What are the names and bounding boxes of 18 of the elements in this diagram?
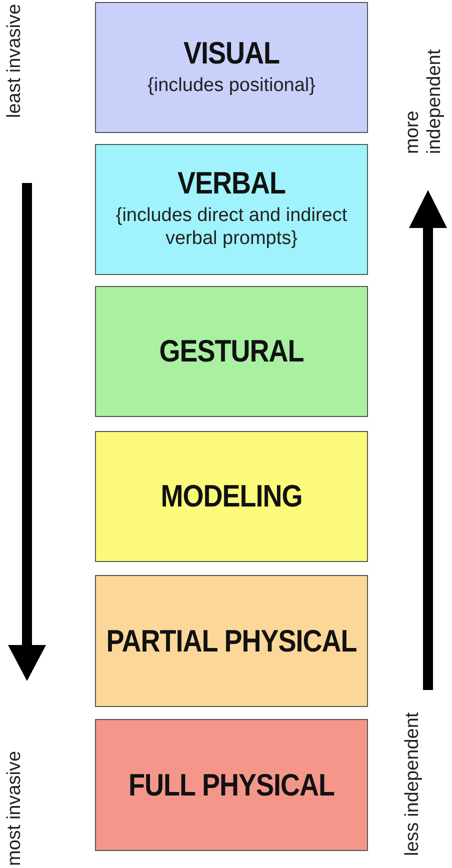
- axis-label: more independent: [402, 48, 446, 154]
- axis-label: less independent: [402, 712, 424, 858]
- axis-label: most invasive: [4, 750, 26, 866]
- level-title: VERBAL: [177, 166, 286, 202]
- level-title: GESTURAL: [159, 334, 304, 370]
- level-description: {includes direct and indirect verbal prompts}: [114, 205, 348, 251]
- level-description: {includes positional}: [148, 74, 316, 98]
- prompt-level-box: [95, 575, 368, 707]
- level-title: PARTIAL PHYSICAL: [106, 623, 357, 659]
- prompt-level-box: [95, 286, 368, 417]
- level-title: MODELING: [160, 478, 302, 514]
- prompt-level-box: [95, 144, 368, 275]
- axis-label: least invasive: [4, 4, 26, 120]
- level-title: VISUAL: [183, 35, 280, 71]
- level-title: FULL PHYSICAL: [128, 767, 334, 803]
- prompt-level-box: [95, 2, 368, 133]
- prompt-level-box: [95, 431, 368, 562]
- prompt-level-box: [95, 719, 368, 851]
